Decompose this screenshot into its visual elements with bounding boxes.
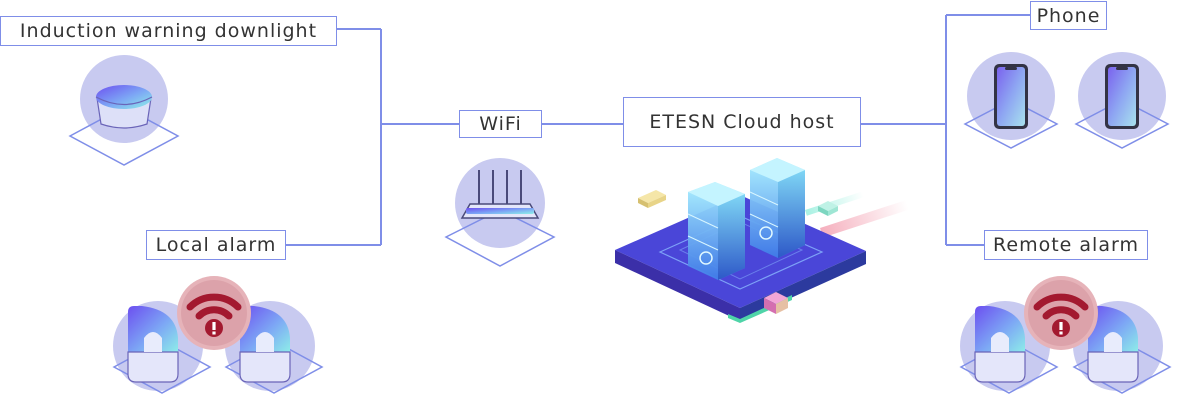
label-local-alarm: Local alarm xyxy=(146,230,286,260)
label-remote-alarm: Remote alarm xyxy=(984,230,1148,260)
connection-lines xyxy=(285,14,1031,246)
label-cloud-host: ETESN Cloud host xyxy=(623,97,861,147)
router-icon xyxy=(444,158,556,267)
label-induction-downlight: Induction warning downlight xyxy=(0,16,337,46)
smartphone-icon xyxy=(1075,51,1169,149)
downlight-icon xyxy=(68,55,180,166)
warning-signal-icon xyxy=(177,276,251,350)
cloud-server-icon xyxy=(615,158,909,323)
label-wifi: WiFi xyxy=(459,110,542,138)
warning-signal-icon xyxy=(1024,276,1098,350)
smartphone-icon xyxy=(964,51,1058,149)
label-phone: Phone xyxy=(1030,1,1107,30)
